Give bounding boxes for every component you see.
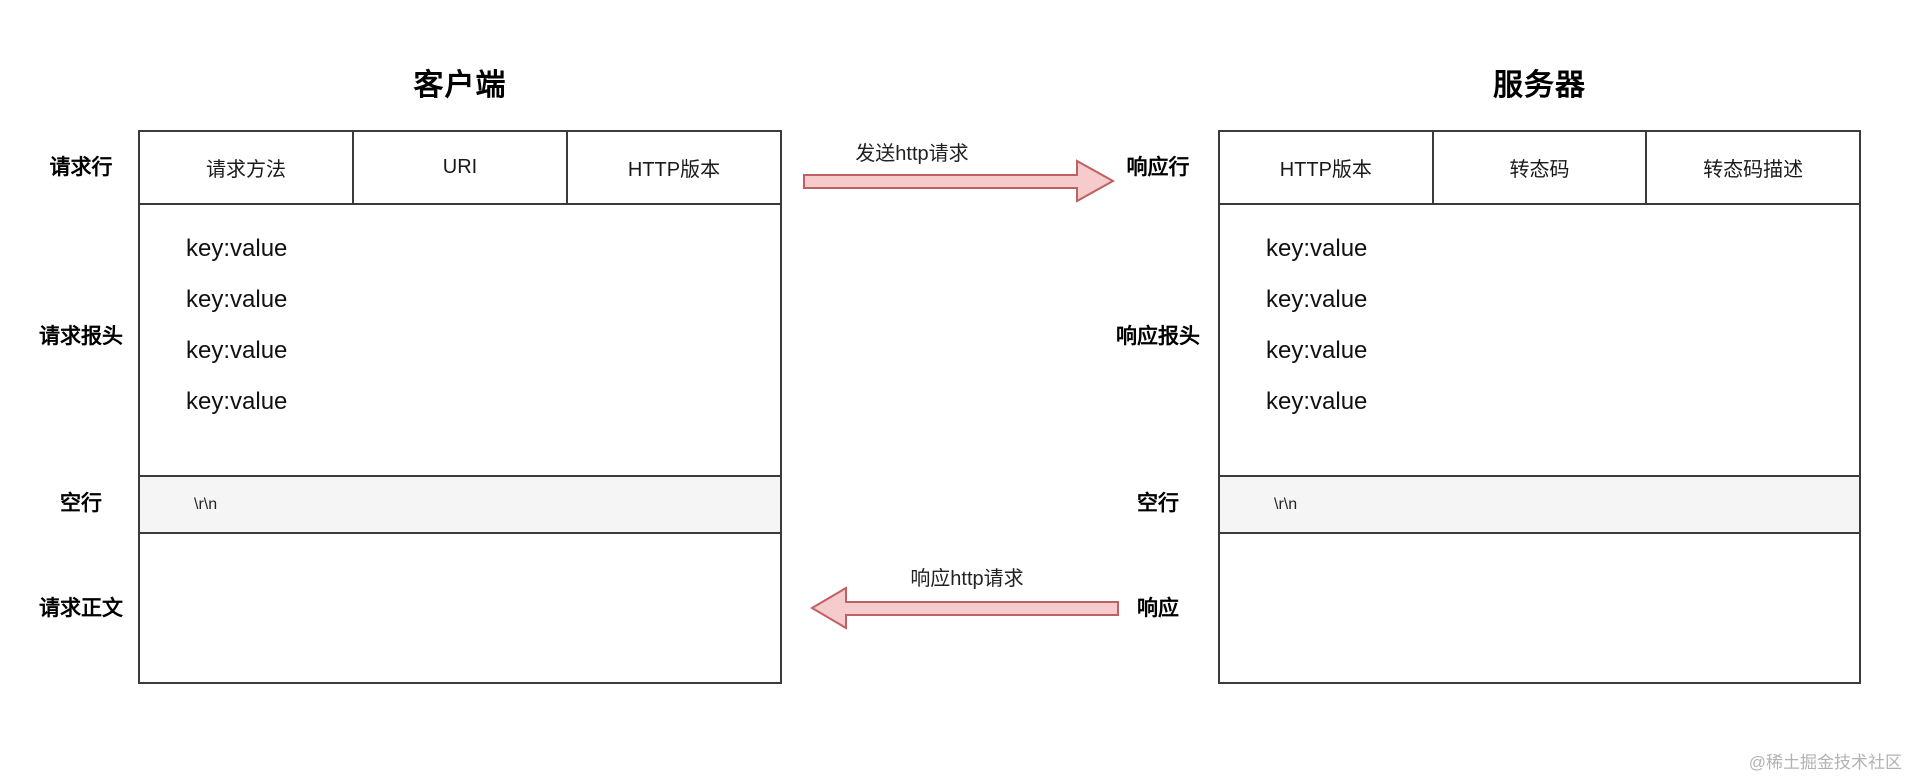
server-response-line-label: 响应行	[1126, 156, 1190, 179]
client-request-body-label: 请求正文	[39, 597, 123, 620]
response-header-line: key:value	[1266, 337, 1368, 364]
request-method-cell: 请求方法	[140, 132, 354, 203]
client-request-headers-label: 请求报头	[39, 325, 123, 348]
left-arrow-shape	[810, 586, 1119, 630]
client-request-line-label: 请求行	[49, 156, 113, 179]
server-response-table: HTTP版本 转态码 转态码描述 key:value key:value key…	[1218, 130, 1861, 684]
request-header-line: key:value	[186, 286, 288, 313]
right-arrow-shape	[803, 159, 1116, 203]
response-header-line: key:value	[1266, 286, 1368, 313]
respond-request-arrow-label: 响应http请求	[910, 568, 1024, 590]
request-body-row	[140, 534, 780, 682]
server-title: 服务器	[1493, 69, 1586, 102]
send-request-arrow-icon	[803, 159, 1116, 203]
request-line-row: 请求方法 URI HTTP版本	[140, 132, 780, 205]
client-blank-line-label: 空行	[60, 492, 102, 515]
request-header-line: key:value	[186, 337, 288, 364]
response-header-line: key:value	[1266, 388, 1368, 415]
respond-request-arrow-icon	[810, 586, 1119, 630]
response-line-row: HTTP版本 转态码 转态码描述	[1220, 132, 1859, 205]
client-request-table: 请求方法 URI HTTP版本 key:value key:value key:…	[138, 130, 782, 684]
request-uri-cell: URI	[354, 132, 568, 203]
client-title: 客户端	[413, 69, 507, 102]
response-status-code-cell: 转态码	[1434, 132, 1648, 203]
request-blank-line-row: \r\n	[140, 475, 780, 534]
response-headers-row: key:value key:value key:value key:value	[1220, 205, 1859, 475]
server-response-headers-label: 响应报头	[1116, 325, 1200, 348]
watermark-text: @稀土掘金技术社区	[1748, 753, 1902, 772]
request-header-line: key:value	[186, 388, 288, 415]
response-crlf-text: \r\n	[1274, 495, 1298, 513]
response-blank-line-row: \r\n	[1220, 475, 1859, 534]
request-headers-row: key:value key:value key:value key:value	[140, 205, 780, 475]
request-header-line: key:value	[186, 235, 288, 262]
request-http-version-cell: HTTP版本	[627, 159, 721, 181]
send-request-arrow-label: 发送http请求	[855, 143, 969, 165]
response-header-line: key:value	[1266, 235, 1368, 262]
server-response-label: 响应	[1137, 597, 1179, 620]
response-http-version-cell: HTTP版本	[1220, 132, 1434, 203]
response-body-row	[1220, 534, 1859, 682]
server-blank-line-label: 空行	[1137, 492, 1179, 515]
response-status-desc-cell: 转态码描述	[1703, 159, 1804, 181]
request-crlf-text: \r\n	[194, 495, 218, 513]
